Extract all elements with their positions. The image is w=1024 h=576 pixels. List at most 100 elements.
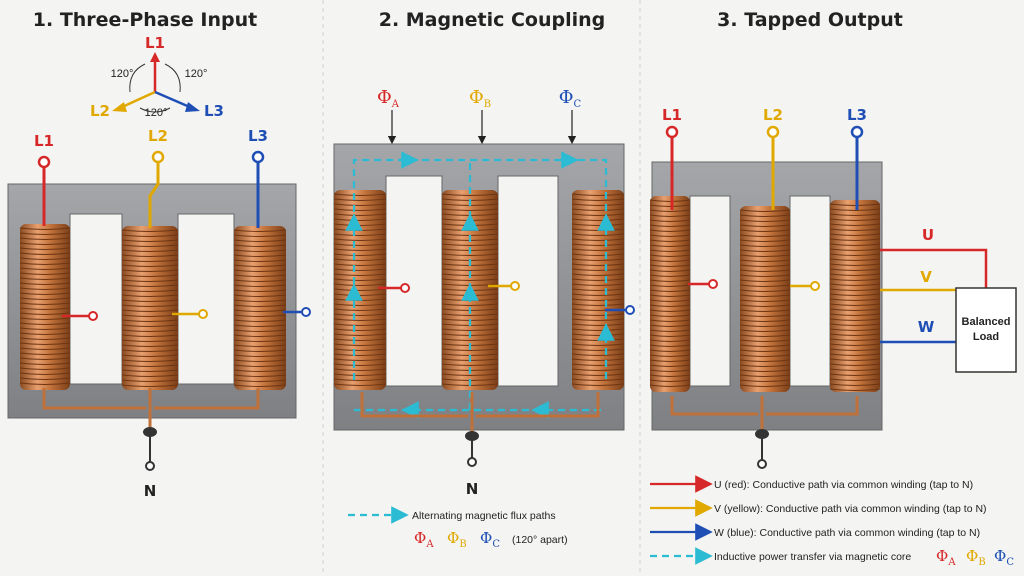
coil-w-turn bbox=[829, 268, 881, 271]
coil-c-turn bbox=[571, 318, 625, 321]
output-u-wire bbox=[880, 248, 988, 288]
legend-phi-a: ΦA bbox=[414, 529, 434, 550]
coil-v-turn bbox=[739, 334, 791, 337]
coil-a-turn bbox=[333, 333, 387, 336]
coil-w-turn bbox=[829, 273, 881, 276]
coils-panel-3 bbox=[649, 196, 881, 392]
coil-l2-turn bbox=[121, 249, 179, 252]
coil-u-turn bbox=[649, 214, 691, 217]
coil-l1 bbox=[20, 224, 70, 390]
coil-c-turn bbox=[571, 283, 625, 286]
coil-w-turn bbox=[829, 318, 881, 321]
coil-b-turn bbox=[441, 243, 499, 246]
coil-l3-turn bbox=[233, 349, 287, 352]
coil-a-turn bbox=[333, 328, 387, 331]
coil-l2-turn bbox=[121, 379, 179, 382]
coil-l1-turn bbox=[19, 382, 71, 385]
coil-l1-turn bbox=[19, 347, 71, 350]
coil-l1-turn bbox=[19, 357, 71, 360]
phasor-l1-head bbox=[150, 52, 160, 62]
panel-title-3: 3. Tapped Output bbox=[717, 9, 903, 31]
phasor-label-l2: L2 bbox=[90, 102, 110, 120]
coil-u-turn bbox=[649, 209, 691, 212]
coil-l1-turn bbox=[19, 332, 71, 335]
coil-l2-turn bbox=[121, 274, 179, 277]
coil-w-turn bbox=[829, 368, 881, 371]
coil-u-turn bbox=[649, 374, 691, 377]
coil-c-turn bbox=[571, 253, 625, 256]
coils-panel-2 bbox=[333, 190, 625, 390]
coil-l2-turn bbox=[121, 309, 179, 312]
coil-l3-turn bbox=[233, 229, 287, 232]
coil-u-turn bbox=[649, 364, 691, 367]
legend-panel-2: Alternating magnetic flux paths ΦA ΦB ΦC… bbox=[348, 506, 568, 550]
coil-w-turn bbox=[829, 308, 881, 311]
coil-v-turn bbox=[739, 354, 791, 357]
coil-u-turn bbox=[649, 264, 691, 267]
phasor-l3-arrow bbox=[154, 90, 193, 110]
coil-u-turn bbox=[649, 344, 691, 347]
coil-a-turn bbox=[333, 358, 387, 361]
tap-red-terminal bbox=[88, 311, 98, 321]
coil-l3-turn bbox=[233, 374, 287, 377]
coil-v-turn bbox=[739, 264, 791, 267]
coil-c-turn bbox=[571, 278, 625, 281]
coil-l2-turn bbox=[121, 344, 179, 347]
coil-c-turn bbox=[571, 233, 625, 236]
coil-l1-turn bbox=[19, 322, 71, 325]
neutral-terminal bbox=[145, 461, 155, 471]
coil-w-turn bbox=[829, 293, 881, 296]
phasor-label-l3: L3 bbox=[204, 102, 224, 120]
legend3-phi-b: ΦB bbox=[966, 547, 986, 568]
coil-l3-turn bbox=[233, 259, 287, 262]
coil-v-turn bbox=[739, 364, 791, 367]
label-l1-panel-1: L1 bbox=[34, 132, 54, 150]
coil-l3-turn bbox=[233, 384, 287, 387]
legend-panel-3: U (red): Conductive path via common wind… bbox=[650, 475, 1014, 568]
coil-c-turn bbox=[571, 273, 625, 276]
coil-u-turn bbox=[649, 299, 691, 302]
coil-v-turn bbox=[739, 304, 791, 307]
coil-a-turn bbox=[333, 318, 387, 321]
coil-a-turn bbox=[333, 263, 387, 266]
coil-u-turn bbox=[649, 354, 691, 357]
coil-v-turn bbox=[739, 324, 791, 327]
coil-u-turn bbox=[649, 269, 691, 272]
coil-l3-turn bbox=[233, 304, 287, 307]
coil-u-turn bbox=[649, 249, 691, 252]
coil-b-turn bbox=[441, 208, 499, 211]
coil-w-turn bbox=[829, 313, 881, 316]
coil-v-turn bbox=[739, 309, 791, 312]
coil-l3-turn bbox=[233, 284, 287, 287]
coil-a-turn bbox=[333, 338, 387, 341]
coil-u-turn bbox=[649, 204, 691, 207]
legend3-phi-a: ΦA bbox=[936, 547, 956, 568]
legend3-phi-c: ΦC bbox=[994, 547, 1014, 568]
coil-u bbox=[650, 196, 690, 392]
coil-l2-turn bbox=[121, 284, 179, 287]
coil-a-turn bbox=[333, 243, 387, 246]
coil-c-turn bbox=[571, 193, 625, 196]
coil-w-turn bbox=[829, 358, 881, 361]
coil-w-turn bbox=[829, 228, 881, 231]
coil-a-turn bbox=[333, 308, 387, 311]
coil-u-turn bbox=[649, 384, 691, 387]
label-l1-panel-3: L1 bbox=[662, 106, 682, 124]
coil-l3-turn bbox=[233, 364, 287, 367]
coil-u-turn bbox=[649, 254, 691, 257]
coil-v-turn bbox=[739, 369, 791, 372]
label-l2-panel-3: L2 bbox=[763, 106, 783, 124]
phasor-diagram: L1 L2 L3 120° 120° 120° bbox=[90, 34, 224, 120]
coil-l1-turn bbox=[19, 232, 71, 235]
coil-u-turn bbox=[649, 349, 691, 352]
coil-v-turn bbox=[739, 254, 791, 257]
coil-l3-turn bbox=[233, 254, 287, 257]
coil-w-turn bbox=[829, 253, 881, 256]
coil-u-turn bbox=[649, 314, 691, 317]
coil-w-turn bbox=[829, 288, 881, 291]
coil-w-turn bbox=[829, 248, 881, 251]
balanced-load-box bbox=[955, 287, 1017, 373]
coil-l2-turn bbox=[121, 314, 179, 317]
coil-l1-turn bbox=[19, 372, 71, 375]
phi-c-top: ΦC bbox=[559, 87, 582, 110]
